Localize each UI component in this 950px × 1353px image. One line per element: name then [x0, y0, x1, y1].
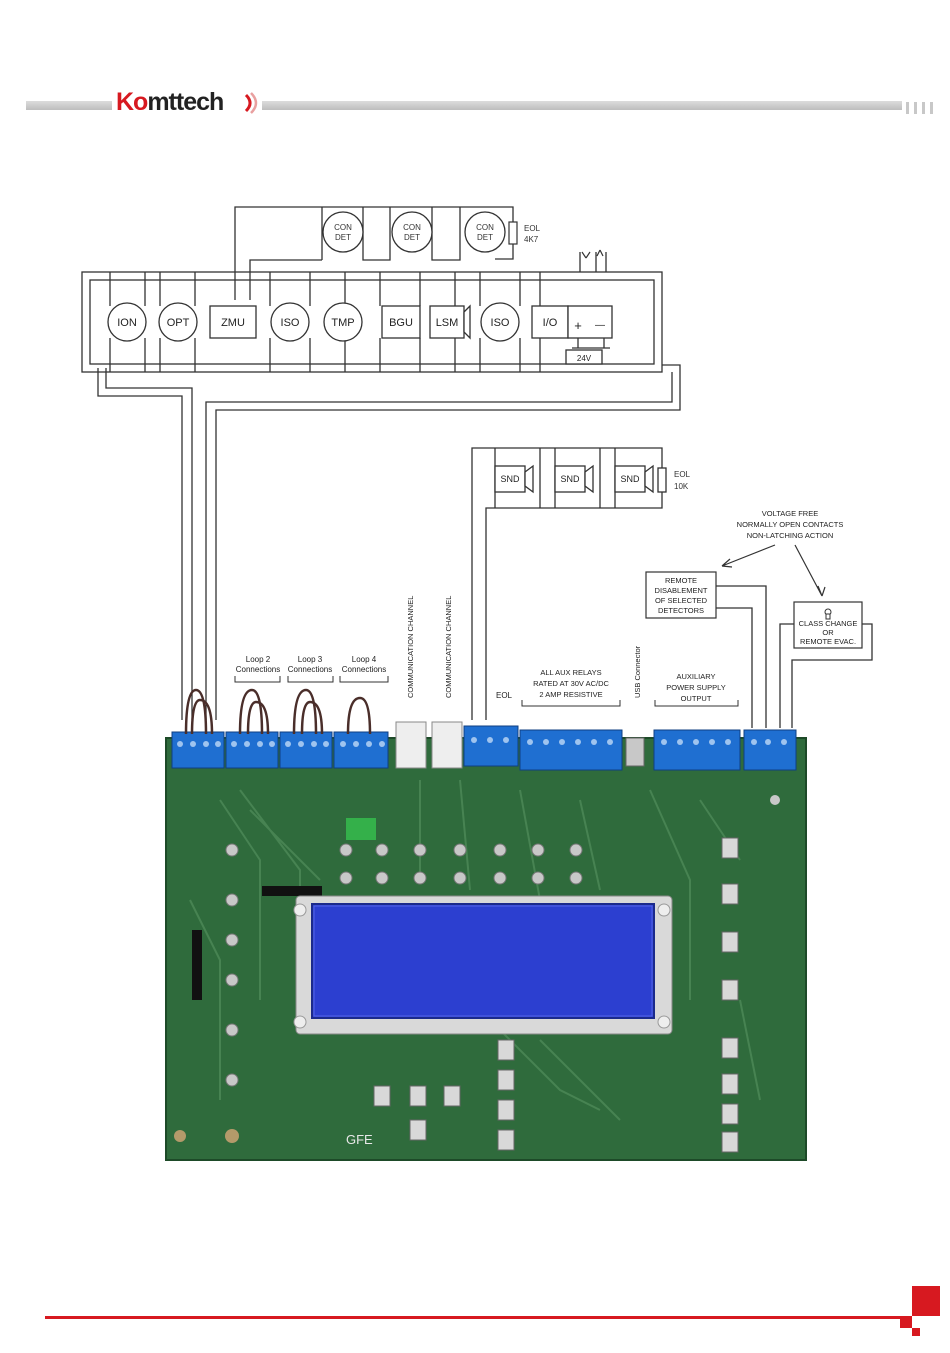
loop-device-label-bgu: BGU [389, 317, 413, 329]
loop-jumpers [184, 688, 372, 735]
loop2-line2: Connections [236, 665, 280, 674]
pcb-brand: GFE [346, 1132, 373, 1147]
voltage-free-line1: VOLTAGE FREE [762, 509, 818, 518]
remote-disable-line2: DISABLEMENT [655, 586, 708, 595]
green-jumper-block [346, 818, 376, 840]
con-det-2-line1: CON [403, 223, 421, 232]
loop4-line1: Loop 4 [352, 655, 377, 664]
pin-headers [192, 886, 322, 1000]
loop-device-labels: ION OPT ZMU ISO TMP BGU LSM ISO I/O [117, 317, 558, 329]
control-panel-pcb: GFE [165, 688, 807, 1161]
logo-signal-icon [244, 92, 258, 114]
footer-logo-mark [900, 1286, 940, 1336]
terminal-block-relays [519, 729, 623, 771]
con-det-1-line1: CON [334, 223, 352, 232]
eol-snd-line2: 10K [674, 482, 689, 491]
loop-wiring [81, 252, 663, 373]
aux-power-line1: AUXILIARY [676, 672, 715, 681]
usb-connector [625, 737, 645, 767]
comm-connector-1 [395, 721, 427, 769]
loop-device-label-io: I/O [543, 317, 558, 329]
loop3-line1: Loop 3 [298, 655, 323, 664]
con-det-3-line2: DET [477, 233, 493, 242]
header-bar-left [26, 101, 112, 110]
class-change-line1: CLASS CHANGE [799, 619, 858, 628]
sounder-label-1: SND [500, 474, 520, 484]
terminal-blocks [171, 725, 797, 771]
remote-disable-line3: OF SELECTED [655, 596, 708, 605]
aux-relays-line1: ALL AUX RELAYS [540, 668, 601, 677]
supply-minus: — [595, 320, 605, 331]
con-det-1-line2: DET [335, 233, 351, 242]
right-side-wires [716, 585, 873, 728]
loop-return-wires [97, 364, 681, 720]
loop-device-label-opt: OPT [167, 317, 190, 329]
terminal-screws [177, 737, 787, 747]
supply-plus: + [574, 318, 582, 333]
logo-prefix: Ko [116, 88, 148, 116]
footer-line [45, 1316, 903, 1319]
usb-connector-label: USB Connector [633, 645, 642, 698]
aux-power-line3: OUTPUT [681, 694, 712, 703]
voltage-free-line3: NON-LATCHING ACTION [747, 531, 834, 540]
eol-board-label: EOL [496, 691, 513, 700]
loop4-line2: Connections [342, 665, 386, 674]
terminal-block-loop2 [225, 731, 279, 769]
remote-disable-line4: DETECTORS [658, 606, 704, 615]
sounder-label-2: SND [560, 474, 580, 484]
loop-device-symbols [107, 302, 613, 365]
loop-device-label-lsm: LSM [436, 317, 459, 329]
loop-bracket-lines [234, 676, 739, 707]
supply-voltage: 24V [577, 354, 592, 363]
header-bar-right [262, 101, 902, 110]
header-ticks [906, 101, 942, 114]
sounder-label-3: SND [620, 474, 640, 484]
con-det-detectors [322, 211, 506, 253]
remote-disable-box [645, 571, 717, 619]
con-det-2-line2: DET [404, 233, 420, 242]
eol-top-line1: EOL [524, 224, 541, 233]
terminal-block-loop1 [171, 731, 225, 769]
supply-arrows [581, 249, 604, 259]
terminal-block-inputs [743, 729, 797, 771]
pcb-buttons [373, 837, 739, 1153]
comm-channel-2: COMMUNICATION CHANNEL [444, 596, 453, 698]
terminal-block-eol [463, 725, 519, 767]
loop-device-label-iso: ISO [281, 317, 300, 329]
eol-snd-line1: EOL [674, 470, 691, 479]
loop-device-label-ion: ION [117, 317, 137, 329]
class-change-line2: OR [822, 628, 834, 637]
loop-device-label-iso-2: ISO [491, 317, 510, 329]
note-arrows [721, 544, 826, 597]
loop-device-label-tmp: TMP [331, 317, 354, 329]
sounder-symbols [494, 464, 667, 494]
key-switch-icon [824, 608, 832, 620]
lcd-screen [311, 903, 655, 1019]
eol-top-resistor [508, 221, 518, 245]
comm-channel-1: COMMUNICATION CHANNEL [406, 596, 415, 698]
komttech-logo: Komttech [116, 88, 224, 117]
eol-top-line2: 4K7 [524, 235, 539, 244]
loop2-line1: Loop 2 [246, 655, 271, 664]
voltage-free-line2: NORMALLY OPEN CONTACTS [737, 520, 844, 529]
loop-device-label-zmu: ZMU [221, 317, 245, 329]
pcb-leds [225, 843, 583, 1087]
class-change-line3: REMOTE EVAC. [800, 637, 856, 646]
remote-disable-line1: REMOTE [665, 576, 697, 585]
terminal-block-loop4 [333, 731, 389, 769]
con-det-3-line1: CON [476, 223, 494, 232]
terminal-block-aux-power [653, 729, 741, 771]
aux-relays-line3: 2 AMP RESISTIVE [539, 690, 602, 699]
comm-connector-2 [431, 721, 463, 769]
loop3-line2: Connections [288, 665, 332, 674]
pcb-traces [189, 779, 761, 1121]
logo-rest: mttech [147, 88, 224, 116]
aux-relays-line2: RATED AT 30V AC/DC [533, 679, 609, 688]
terminal-block-loop3 [279, 731, 333, 769]
aux-power-line2: POWER SUPPLY [666, 683, 725, 692]
